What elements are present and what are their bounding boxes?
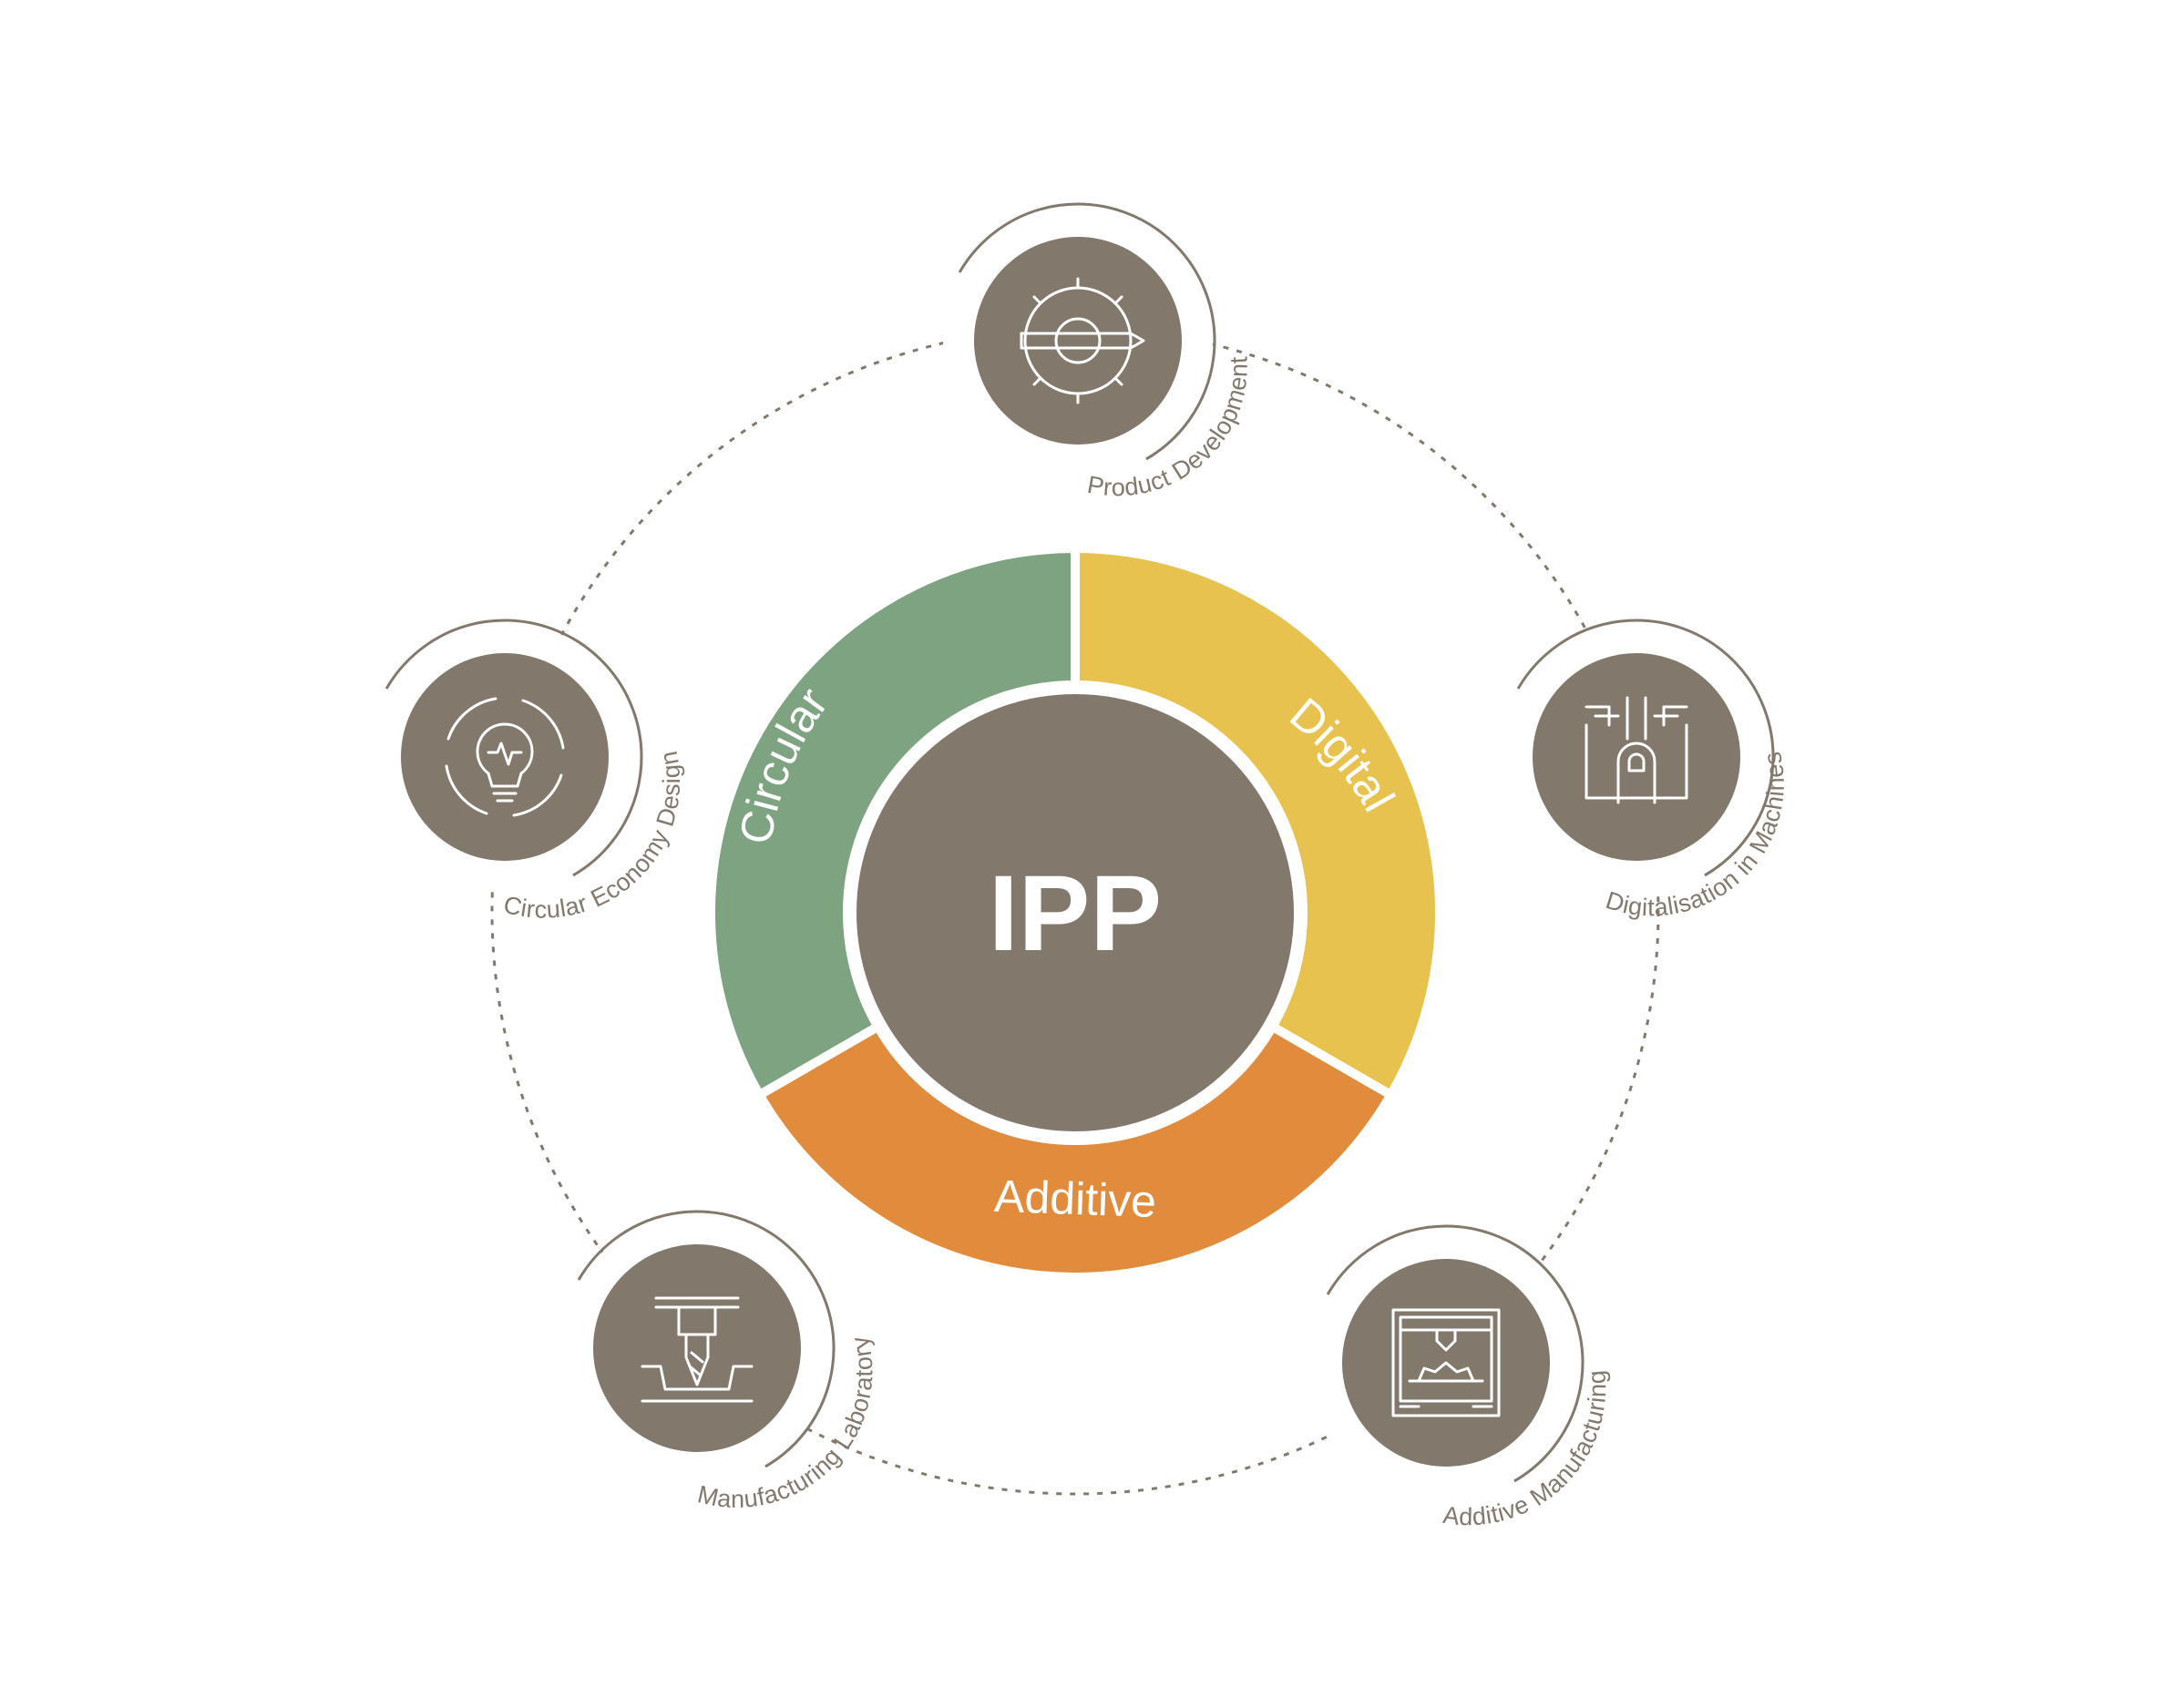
node-outline-arc <box>577 1210 836 1468</box>
3d-printer-icon <box>1391 1308 1501 1417</box>
circuit-finger-icon <box>1585 696 1688 804</box>
gear-pencil-icon <box>1020 277 1145 404</box>
node-outline-arc <box>958 202 1216 461</box>
node-disc <box>974 237 1182 445</box>
center-label: IPP <box>989 854 1162 974</box>
node-disc <box>593 1244 801 1452</box>
node-digitalisation-machines[interactable]: Digitalisation in Machines <box>1502 619 1790 921</box>
segment-label-additive: Additive <box>993 1171 1157 1227</box>
node-outline-arc <box>1516 619 1775 877</box>
node-manufacturing-laboratory[interactable]: Manufacturing Laboratory <box>562 1210 877 1513</box>
node-additive-manufacturing[interactable]: Additive Manufacturing <box>1311 1224 1611 1530</box>
node-product-development[interactable]: Product Development <box>943 202 1253 501</box>
node-outline-arc <box>1326 1224 1585 1483</box>
node-outline-arc <box>385 619 643 877</box>
milling-machine-icon <box>641 1296 754 1403</box>
node-circular-economy-design[interactable]: Circular Economy Design <box>370 619 685 924</box>
center-disc <box>847 685 1303 1140</box>
lightbulb-recycle-icon <box>445 697 565 817</box>
node-disc <box>1533 653 1740 861</box>
